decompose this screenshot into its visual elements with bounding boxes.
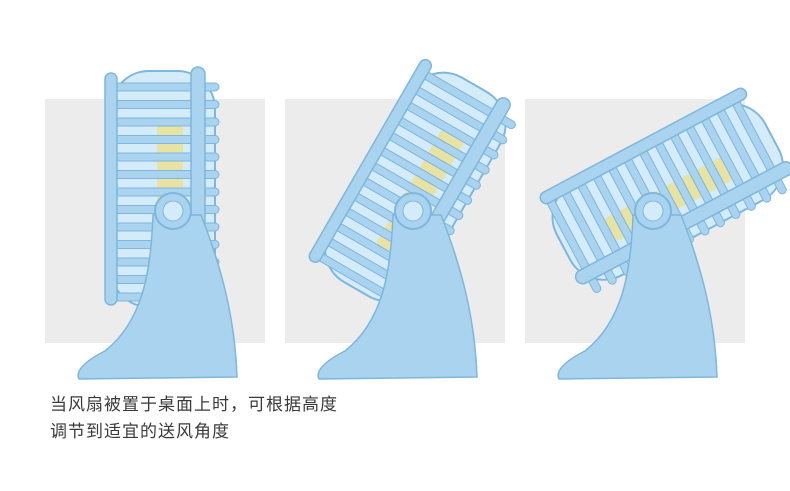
back-rim [308, 58, 433, 263]
fan-illustration-tilted-high [539, 87, 790, 380]
fan-stand [77, 214, 238, 380]
fan-stand [557, 214, 718, 380]
caption-line-2: 调节到适宜的送风角度 [50, 422, 230, 442]
pivot-knob-center [402, 200, 424, 222]
back-rim [104, 72, 118, 306]
caption-text: 当风扇被置于桌面上时，可根据高度 调节到适宜的送风角度 [50, 392, 338, 446]
pivot-knob-center [642, 200, 664, 222]
caption-line-1: 当风扇被置于桌面上时，可根据高度 [50, 395, 338, 415]
fan-illustration-upright [77, 66, 238, 380]
fan-photo-upright [45, 66, 265, 380]
fan-photo-tilted-high [525, 87, 790, 380]
fan-stand [317, 214, 478, 380]
fan-illustration-tilted-medium [308, 58, 516, 380]
pivot-knob-center [162, 200, 184, 222]
fan-photo-tilted-medium [285, 58, 516, 380]
back-rim [539, 87, 748, 205]
